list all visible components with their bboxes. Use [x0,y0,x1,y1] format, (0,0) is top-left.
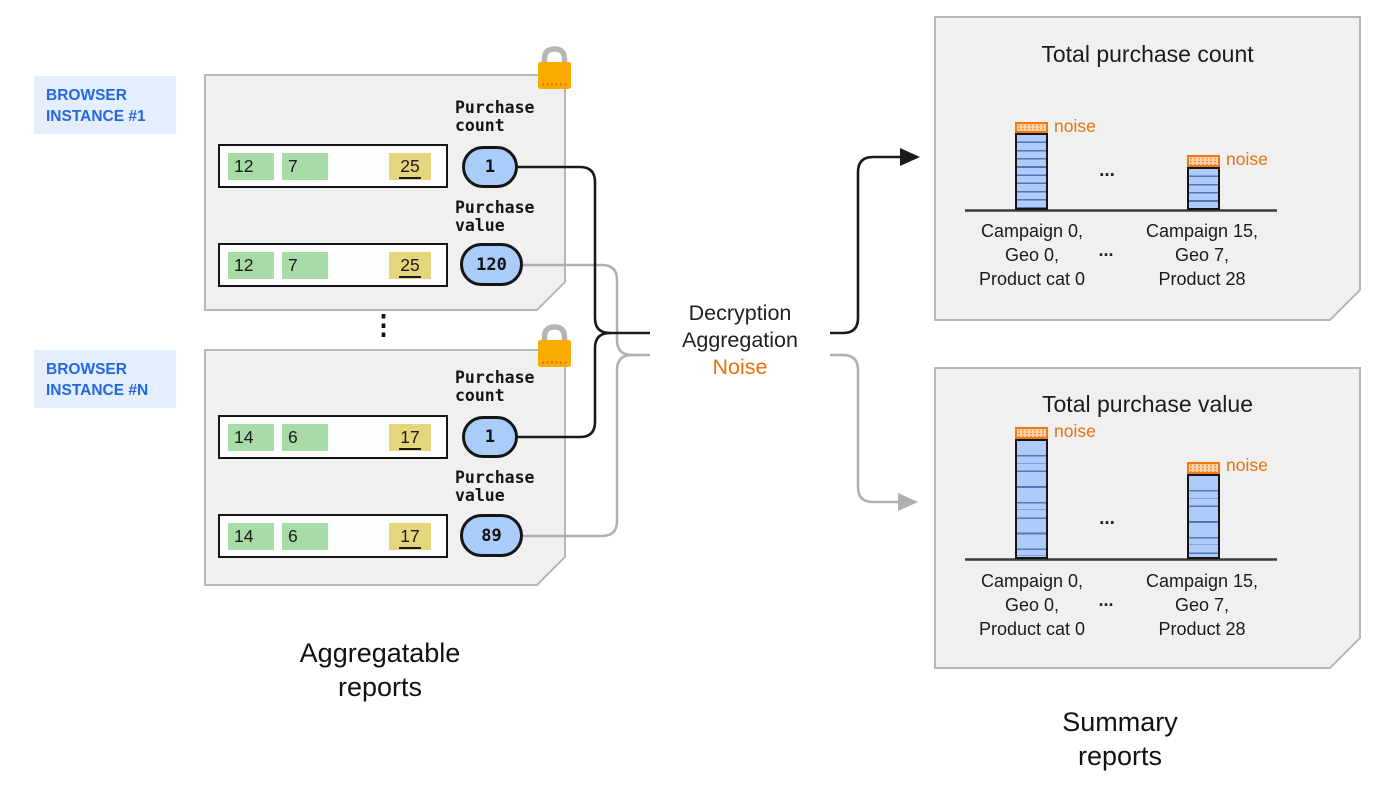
bucket-cell-green: 6 [282,523,328,550]
more-reports-ellipsis: ⋮ [370,310,397,340]
bucket-cell-yellow: 25 [389,153,431,180]
bar-axis-label: Campaign 15, Geo 7, Product 28 [1145,221,1259,289]
bucket-cell-value: 17 [399,525,421,549]
bucket-cell-value: 25 [399,254,421,278]
count-flow-connector [515,155,903,439]
bars-ellipsis: ... [1099,160,1115,181]
purchase-count-label: Purchase count [455,368,535,405]
noise-cap [1015,122,1048,133]
noise-cap [1187,462,1220,474]
count-bar-1 [1015,122,1048,210]
bar-axis-label: Campaign 15, Geo 7, Product 28 [1145,571,1259,639]
value-bar-2 [1187,462,1220,559]
bars-ellipsis: ... [1099,508,1115,529]
value-arrowhead-icon [898,493,918,511]
browser-instance-n-label: BROWSER INSTANCE #N [34,350,176,408]
browser-instance-1-label: BROWSER INSTANCE #1 [34,76,176,134]
bucket-cell-green: 14 [228,523,274,550]
lock-icon [538,324,571,367]
bucket-cell-yellow: 17 [389,424,431,451]
bar-fill [1187,167,1220,210]
bucket-cell-yellow: 25 [389,252,431,279]
bar-fill [1015,133,1048,210]
histogram-row: 12 7 25 [218,144,448,188]
bucket-cell-green: 7 [282,252,328,279]
noise-step-label: Noise [712,355,768,379]
decryption-step-label: Decryption [688,301,792,325]
noise-cap [1015,427,1048,439]
noise-cap [1187,155,1220,167]
purchase-value-pill: 89 [460,514,523,557]
bucket-cell-green: 7 [282,153,328,180]
process-steps-text: Decryption Aggregation Noise [650,300,830,381]
histogram-row: 14 6 17 [218,514,448,558]
histogram-row: 14 6 17 [218,415,448,459]
purchase-value-label: Purchase value [455,198,535,235]
purchase-value-label: Purchase value [455,468,535,505]
bucket-cell-green: 12 [228,153,274,180]
count-arrowhead-icon [900,148,920,166]
axis-labels-ellipsis: ... [1098,240,1114,260]
histogram-row: 12 7 25 [218,243,448,287]
bar-axis-label: Campaign 0, Geo 0, Product cat 0 [978,221,1086,289]
aggregatable-reports-caption: Aggregatable reports [299,638,461,702]
axis-labels-ellipsis: ... [1098,590,1114,610]
noise-annotation: noise [1226,149,1268,169]
summary-reports-caption: Summary reports [1062,707,1178,771]
value-chart-title: Total purchase value [1042,391,1253,417]
count-chart-title: Total purchase count [1041,41,1254,67]
lock-icon [538,46,571,89]
aggregation-step-label: Aggregation [682,328,798,352]
bar-axis-label: Campaign 0, Geo 0, Product cat 0 [978,571,1086,639]
bucket-cell-green: 12 [228,252,274,279]
count-bar-2 [1187,155,1220,210]
purchase-count-pill: 1 [462,146,518,188]
purchase-count-pill: 1 [462,416,518,458]
purchase-count-label: Purchase count [455,98,535,135]
bucket-cell-green: 14 [228,424,274,451]
noise-annotation: noise [1054,116,1096,136]
noise-annotation: noise [1054,421,1096,441]
noise-annotation: noise [1226,455,1268,475]
value-flow-connector [520,263,901,538]
bar-fill [1187,474,1220,559]
bar-fill [1015,439,1048,559]
bucket-cell-value: 17 [399,426,421,450]
bucket-cell-green: 6 [282,424,328,451]
bucket-cell-yellow: 17 [389,523,431,550]
bucket-cell-value: 25 [399,155,421,179]
summary-box-count [934,16,1361,321]
value-bar-1 [1015,427,1048,559]
purchase-value-pill: 120 [460,243,523,286]
